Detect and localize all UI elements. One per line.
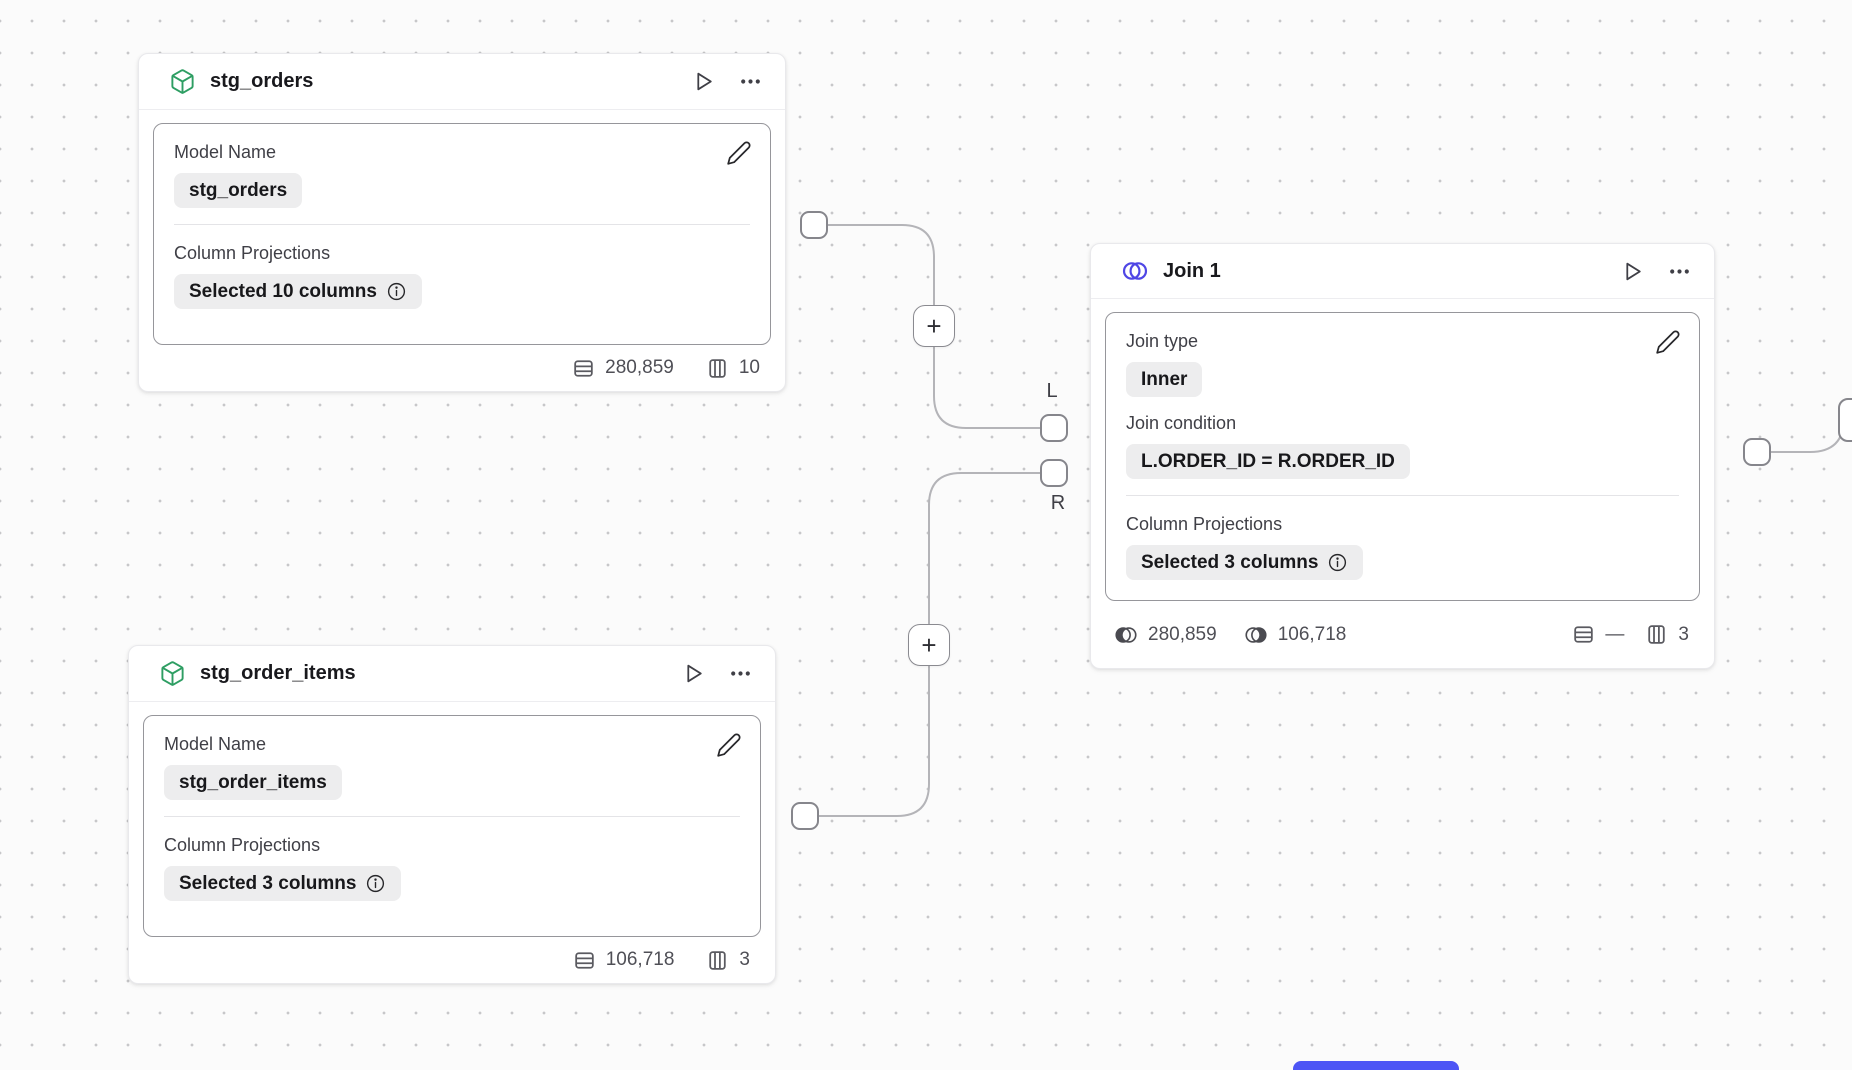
port-stg-orders-output[interactable] <box>800 211 828 239</box>
left-input-rows: 280,859 <box>1148 623 1217 645</box>
venn-left-filled-icon <box>1115 626 1137 643</box>
column-projections-label: Column Projections <box>1126 514 1283 534</box>
column-projections-label: Column Projections <box>164 835 321 855</box>
run-button[interactable] <box>681 661 706 686</box>
right-input-rows-stat: 106,718 <box>1243 622 1347 648</box>
row-count: 106,718 <box>605 949 675 970</box>
port-stg-order-items-output[interactable] <box>791 802 819 830</box>
edit-pencil-icon[interactable] <box>726 140 752 166</box>
node-stg-orders[interactable]: stg_orders Model Name stg_orders Column … <box>138 53 786 392</box>
column-count-stat: 3 <box>1644 622 1689 647</box>
add-node-on-edge-button-top[interactable]: + <box>913 305 955 347</box>
join-type-label: Join type <box>1126 331 1199 351</box>
row-count-stat: 106,718 <box>572 948 675 973</box>
node-join-header[interactable]: Join 1 <box>1091 244 1714 299</box>
node-stg-order-items-header[interactable]: stg_order_items <box>129 646 775 702</box>
column-count: 3 <box>1678 623 1689 645</box>
node-stg-order-items[interactable]: stg_order_items Model Name stg_order_ite… <box>128 645 776 984</box>
model-name-label: Model Name <box>174 142 277 162</box>
node-footer: 280,859 10 <box>139 345 785 391</box>
node-title: Join 1 <box>1163 259 1221 282</box>
run-button[interactable] <box>1620 259 1645 284</box>
info-icon[interactable] <box>386 281 407 302</box>
rows-icon <box>1574 626 1594 643</box>
port-join-left-input[interactable] <box>1040 414 1068 442</box>
column-projections-chip[interactable]: Selected 3 columns <box>164 866 402 901</box>
column-count-stat: 3 <box>705 948 750 973</box>
right-input-label: R <box>1050 492 1066 514</box>
edge-join-output[interactable] <box>1771 417 1845 453</box>
model-name-chip[interactable]: stg_orders <box>174 173 303 208</box>
cube-icon <box>169 68 196 95</box>
more-options-button[interactable] <box>1667 259 1692 284</box>
more-options-button[interactable] <box>728 661 753 686</box>
column-projections-chip[interactable]: Selected 10 columns <box>174 274 422 309</box>
rows-icon <box>575 951 594 969</box>
column-count: 3 <box>739 949 750 970</box>
card-divider <box>164 816 740 817</box>
columns-icon <box>709 950 727 970</box>
venn-right-filled-icon <box>1245 626 1267 643</box>
more-options-button[interactable] <box>738 69 763 94</box>
right-input-rows: 106,718 <box>1277 623 1347 645</box>
run-button[interactable] <box>691 69 716 94</box>
node-footer: 280,859 106,718 — 3 <box>1091 601 1714 668</box>
join-condition-label: Join condition <box>1126 413 1237 433</box>
join-type-chip[interactable]: Inner <box>1126 362 1203 397</box>
node-title: stg_order_items <box>200 662 356 684</box>
card-divider <box>174 224 750 225</box>
node-config-card: Model Name stg_orders Column Projections… <box>153 123 771 345</box>
join-venn-icon <box>1121 257 1149 285</box>
card-divider <box>1126 495 1679 496</box>
column-projections-chip[interactable]: Selected 3 columns <box>1126 545 1364 580</box>
offscreen-selected-node-edge[interactable] <box>1293 1061 1459 1070</box>
column-count-stat: 10 <box>705 356 760 381</box>
row-count: — <box>1605 623 1625 645</box>
port-join-output[interactable] <box>1743 438 1771 466</box>
left-input-label: L <box>1046 380 1058 402</box>
info-icon[interactable] <box>1327 552 1348 573</box>
port-join-right-input[interactable] <box>1040 459 1068 487</box>
edit-pencil-icon[interactable] <box>716 732 742 758</box>
node-config-card: Join type Inner Join condition L.ORDER_I… <box>1105 312 1700 601</box>
add-node-on-edge-button-bottom[interactable]: + <box>908 624 950 666</box>
model-name-chip[interactable]: stg_order_items <box>164 765 342 800</box>
node-title: stg_orders <box>210 70 314 92</box>
column-projections-label: Column Projections <box>174 243 331 263</box>
port-offscreen-node-input[interactable] <box>1838 398 1852 442</box>
columns-icon <box>1648 625 1666 644</box>
left-input-rows-stat: 280,859 <box>1113 622 1217 648</box>
column-count: 10 <box>738 357 760 378</box>
columns-icon <box>709 358 726 378</box>
node-config-card: Model Name stg_order_items Column Projec… <box>143 715 761 937</box>
info-icon[interactable] <box>365 873 386 894</box>
join-condition-chip[interactable]: L.ORDER_ID = R.ORDER_ID <box>1126 444 1410 479</box>
cube-icon <box>159 660 186 687</box>
model-name-label: Model Name <box>164 734 267 754</box>
row-count-stat: 280,859 <box>571 356 674 381</box>
node-stg-orders-header[interactable]: stg_orders <box>139 54 785 110</box>
node-footer: 106,718 3 <box>129 937 775 983</box>
rows-icon <box>574 359 593 377</box>
row-count: 280,859 <box>605 357 674 378</box>
row-count-stat: — <box>1571 622 1624 647</box>
edit-pencil-icon[interactable] <box>1655 329 1681 355</box>
node-join-1[interactable]: Join 1 Join type Inner Join condition L.… <box>1090 243 1715 669</box>
